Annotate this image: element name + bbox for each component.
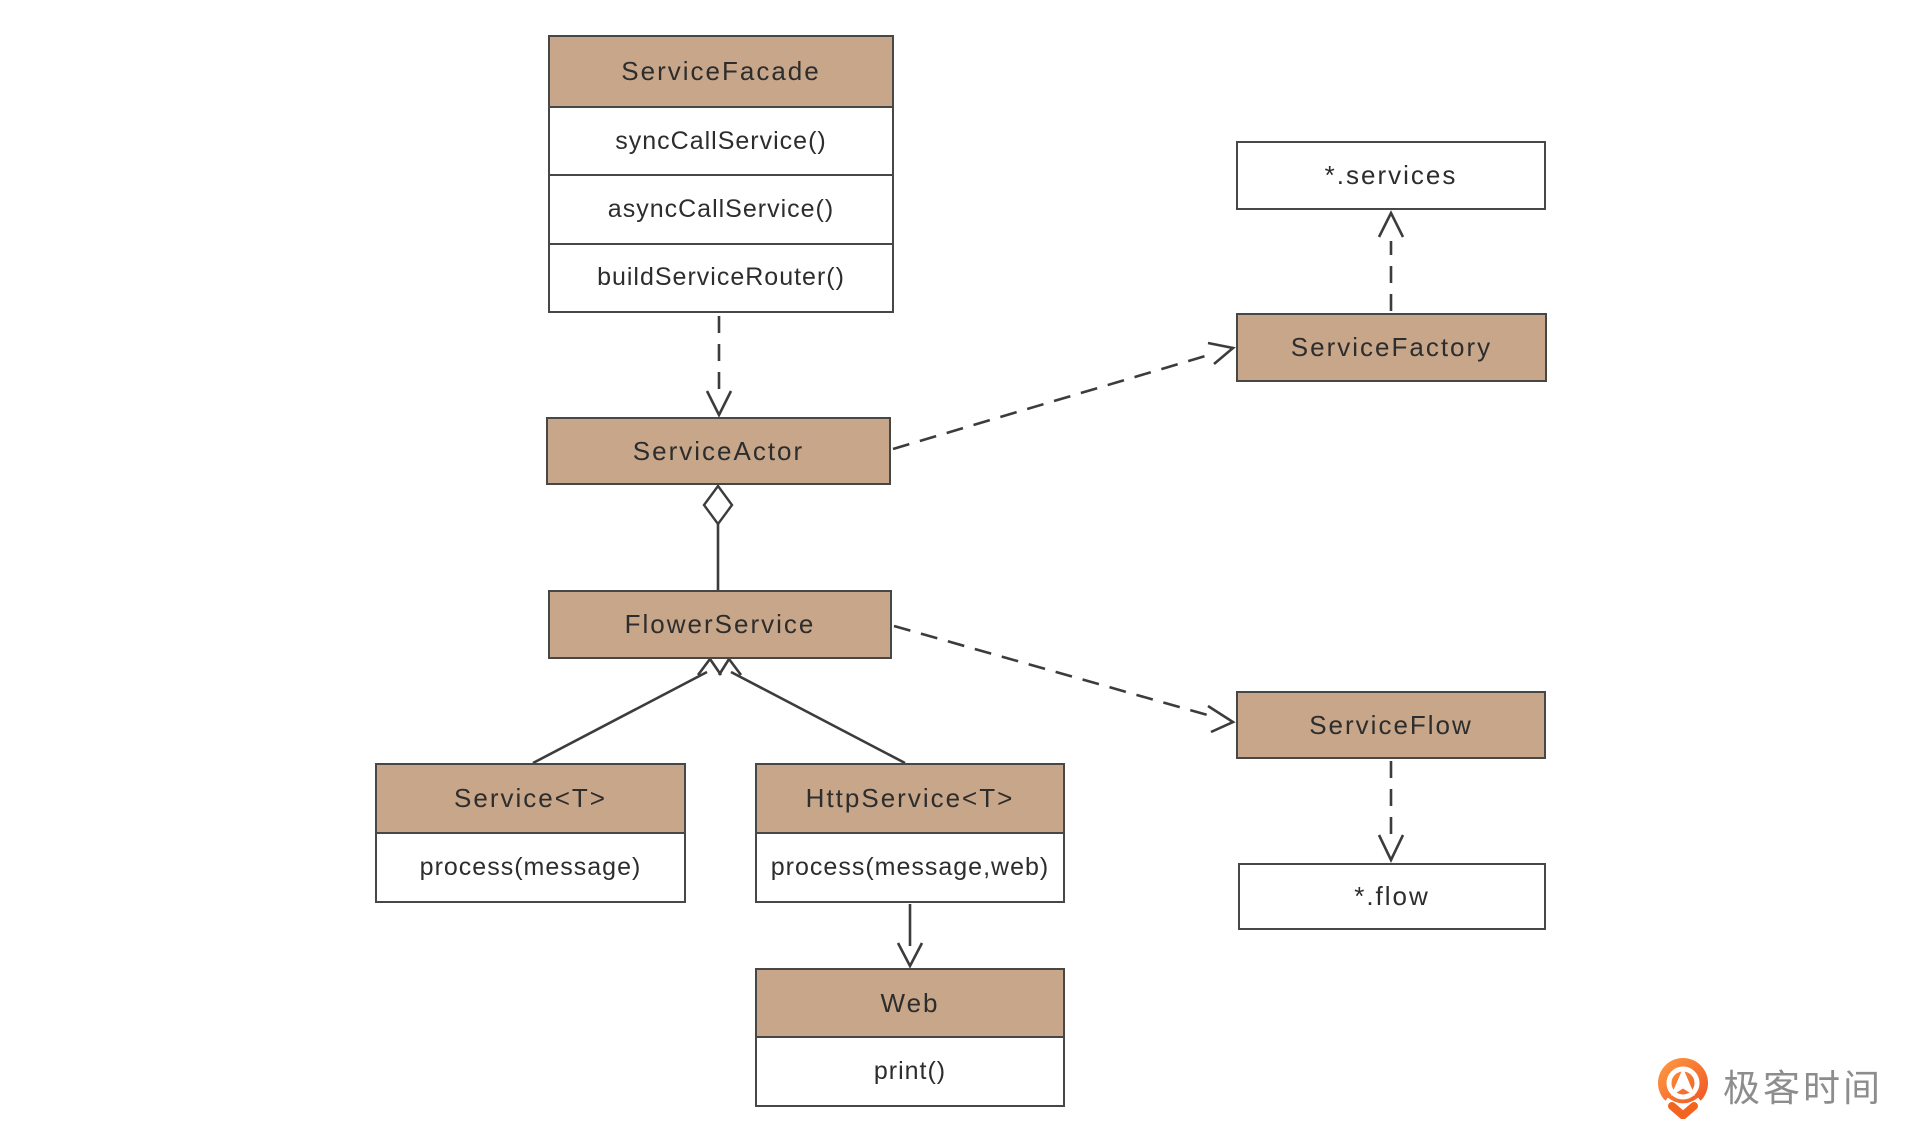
class-servicefacade: ServiceFacade syncCallService() asyncCal…	[548, 35, 894, 313]
class-servicet-method-1: process(message)	[377, 832, 684, 901]
class-httpservicet: HttpService<T> process(message,web)	[755, 763, 1065, 903]
artifact-services: *.services	[1236, 141, 1546, 210]
class-servicet: Service<T> process(message)	[375, 763, 686, 903]
generalization-httpservicet-to-flowerservice	[717, 656, 906, 765]
class-servicet-name: Service<T>	[377, 765, 684, 832]
geektime-logo-icon	[1658, 1058, 1708, 1119]
dependency-arrow-facade-to-actor	[705, 316, 733, 418]
aggregation-diamond-icon	[702, 483, 734, 527]
class-serviceflow-name: ServiceFlow	[1238, 693, 1544, 757]
class-servicefacade-name: ServiceFacade	[550, 37, 892, 106]
class-servicefacade-method-3: buildServiceRouter()	[550, 242, 892, 311]
dependency-arrow-factory-to-services	[1377, 210, 1405, 311]
class-web-name: Web	[757, 970, 1063, 1036]
class-web: Web print()	[755, 968, 1065, 1107]
dependency-arrow-flower-to-serviceflow	[893, 624, 1236, 734]
class-servicefactory: ServiceFactory	[1236, 313, 1547, 382]
class-serviceflow: ServiceFlow	[1236, 691, 1546, 759]
class-servicefacade-method-1: syncCallService()	[550, 106, 892, 175]
class-web-method-1: print()	[757, 1036, 1063, 1105]
class-flowerservice-name: FlowerService	[550, 592, 890, 657]
dependency-arrow-actor-to-factory	[892, 341, 1236, 451]
class-flowerservice: FlowerService	[548, 590, 892, 659]
dependency-arrow-serviceflow-to-flow	[1377, 761, 1405, 864]
class-httpservicet-method-1: process(message,web)	[757, 832, 1063, 901]
class-servicefactory-name: ServiceFactory	[1238, 315, 1545, 380]
generalization-servicet-to-flowerservice	[532, 656, 723, 765]
dependency-arrow-httpservice-to-web	[896, 904, 924, 969]
class-httpservicet-name: HttpService<T>	[757, 765, 1063, 832]
class-serviceactor-name: ServiceActor	[548, 419, 889, 483]
geektime-logo-text: 极客时间	[1723, 1067, 1883, 1109]
geektime-logo: 极客时间	[1655, 1057, 1883, 1119]
aggregation-actor-flowerservice	[702, 483, 734, 591]
class-serviceactor: ServiceActor	[546, 417, 891, 485]
class-servicefacade-method-2: asyncCallService()	[550, 174, 892, 243]
artifact-flow: *.flow	[1238, 863, 1546, 930]
